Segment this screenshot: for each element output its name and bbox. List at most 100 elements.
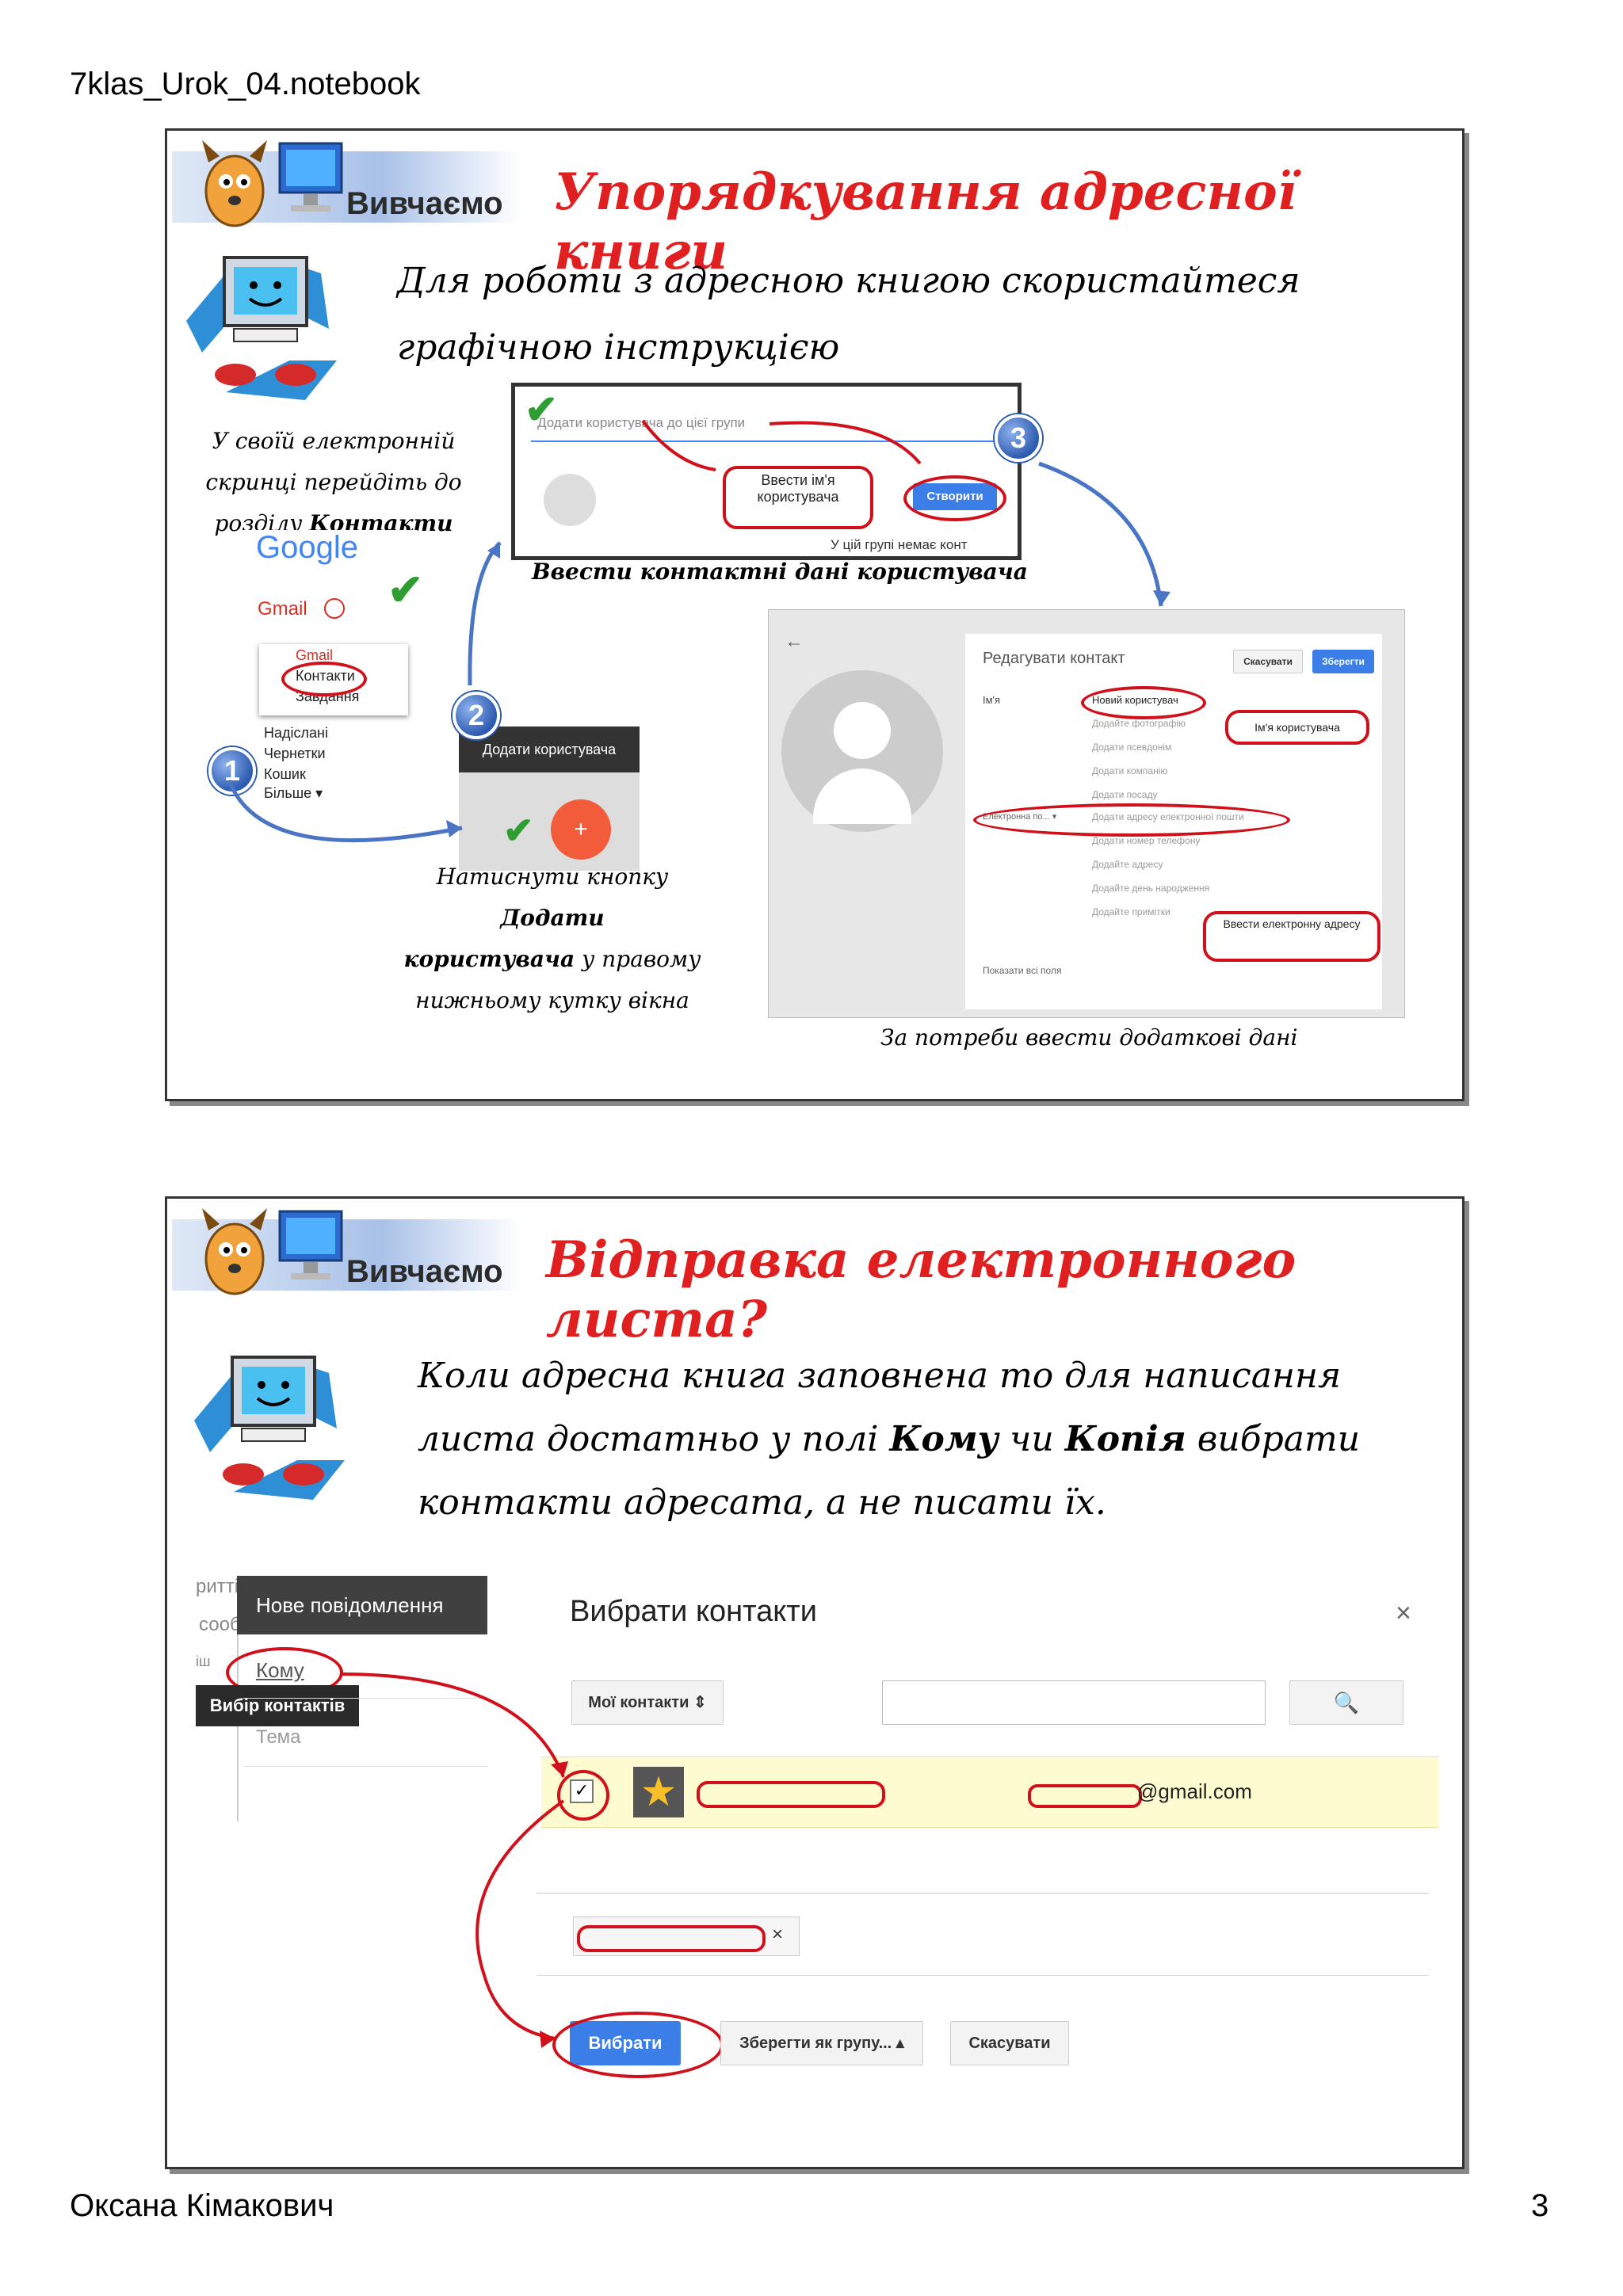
arrowhead-icon xyxy=(551,1761,568,1777)
name-highlight-oval xyxy=(1081,686,1206,719)
gmail-dropdown-menu: Gmail Контакти Завдання xyxy=(259,644,408,715)
arrowhead-icon xyxy=(446,820,462,837)
arrowhead-icon xyxy=(1153,590,1170,606)
cancel-button[interactable]: Скасувати xyxy=(1233,650,1303,673)
body-to: Кому xyxy=(889,1419,999,1459)
field-add-company[interactable]: Додати компанію xyxy=(1092,765,1168,776)
search-button[interactable]: 🔍 xyxy=(1289,1680,1403,1725)
new-message-header[interactable]: Нове повідомлення xyxy=(237,1576,487,1634)
contact-photo-placeholder xyxy=(781,670,943,832)
contact-email-domain: @gmail.com xyxy=(1137,1779,1252,1803)
field-add-nickname[interactable]: Додати псевдонім xyxy=(1092,742,1172,753)
page-number: 3 xyxy=(1531,2188,1549,2223)
enter-name-callout: Ввести ім'я користувача xyxy=(723,466,873,529)
divider xyxy=(537,1893,1429,1894)
body-line1: Коли адресна книга заповнена то для напи… xyxy=(418,1356,1342,1396)
folder-trash[interactable]: Кошик xyxy=(264,766,306,782)
body-line2b: вибрати xyxy=(1186,1419,1361,1459)
body-text: Коли адресна книга заповнена то для напи… xyxy=(418,1344,1432,1535)
compose-left-border xyxy=(237,1634,239,1821)
field-add-address[interactable]: Додайте адресу xyxy=(1092,859,1163,870)
banner-word: Вивчаємо xyxy=(346,1254,503,1289)
cancel-button[interactable]: Скасувати xyxy=(950,2021,1069,2065)
email-highlight-oval xyxy=(973,803,1290,837)
field-add-phone[interactable]: Додати номер телефону xyxy=(1092,835,1201,846)
slide-2: Вивчаємо Відправка електронного листа? К… xyxy=(165,1196,1465,2169)
body-cc: Копія xyxy=(1064,1419,1186,1459)
field-add-photo[interactable]: Додайте фотографію xyxy=(1092,718,1186,729)
gmail-menu-screenshot: Google Gmail Gmail Контакти Завдання Над… xyxy=(239,530,418,801)
dog-mascot-icon xyxy=(202,140,267,227)
folder-sent[interactable]: Надіслані xyxy=(264,725,328,741)
select-contacts-tooltip: Вибір контактів xyxy=(196,1685,359,1726)
step1-caption-line1: У своїй електронній xyxy=(212,428,456,454)
divider xyxy=(537,1975,1429,1976)
avatar-head xyxy=(834,702,891,759)
checkmark-icon: ✔ xyxy=(503,810,534,851)
create-contact-screenshot: Додати користувача до цієї групи Ввести … xyxy=(511,383,1022,560)
contact-avatar-star-icon: ★ xyxy=(633,1767,684,1817)
avatar xyxy=(544,474,596,526)
group-input-placeholder[interactable]: Додати користувача до цієї групи xyxy=(537,415,746,430)
body-line2a: листа достатньо у полі xyxy=(418,1419,890,1459)
selected-contact-chip: × xyxy=(573,1917,800,1956)
empty-group-text: У цій групі немає конт xyxy=(831,537,968,552)
divider xyxy=(243,1766,487,1767)
checkbox-highlight-oval xyxy=(557,1770,609,1821)
gmail-dropdown-icon[interactable] xyxy=(324,598,345,619)
arrowhead-icon xyxy=(540,2031,556,2048)
show-all-fields-link[interactable]: Показати всі поля xyxy=(983,965,1062,976)
step2-caption: Натиснути кнопку Додати користувача у пр… xyxy=(386,856,719,1021)
search-input[interactable] xyxy=(882,1680,1266,1725)
contact-row[interactable]: ✓ ★ @gmail.com xyxy=(541,1756,1438,1828)
fragment-text-2: сооб xyxy=(199,1614,241,1635)
compose-window-fragment: ритті сооб іш Нове повідомлення Кому Виб… xyxy=(196,1576,497,1821)
email-callout: Ввести електронну адресу xyxy=(1203,911,1381,962)
monitor-icon xyxy=(278,1210,343,1280)
intro-text: Для роботи з адресною книгою скористайте… xyxy=(397,261,1300,368)
dog-mascot-icon xyxy=(202,1208,267,1295)
step-1-badge: 1 xyxy=(208,747,256,795)
flow-arrows xyxy=(227,419,1170,843)
fragment-text: ритті xyxy=(196,1576,239,1597)
arrowhead-icon xyxy=(487,543,500,559)
save-button[interactable]: Зберегти xyxy=(1312,650,1374,673)
page-footer-author: Оксана Кімакович xyxy=(70,2188,334,2223)
redacted-name-oval xyxy=(697,1781,885,1808)
monitor-icon xyxy=(278,142,343,212)
edit-contact-panel: Редагувати контакт Скасувати Зберегти Ім… xyxy=(965,634,1382,1009)
slide-title: Відправка електронного листа? xyxy=(546,1230,1296,1349)
step3-caption: Ввести контактні дані користувача xyxy=(532,559,1028,585)
step-3-badge: 3 xyxy=(995,414,1042,462)
gmail-button[interactable]: Gmail xyxy=(258,598,307,620)
folder-more[interactable]: Більше ▾ xyxy=(264,785,323,801)
my-contacts-dropdown[interactable]: Мої контакти ⇕ xyxy=(571,1680,724,1725)
field-add-notes[interactable]: Додайте примітки xyxy=(1092,906,1170,917)
edit-contact-screenshot: ← Редагувати контакт Скасувати Зберегти … xyxy=(768,609,1405,1018)
page-header: 7klas_Urok_04.notebook xyxy=(70,67,421,101)
back-arrow-icon[interactable]: ← xyxy=(785,631,804,652)
menu-item-gmail[interactable]: Gmail xyxy=(296,647,334,663)
add-user-fab-button[interactable]: + xyxy=(551,799,611,860)
contacts-highlight-oval xyxy=(281,662,367,696)
google-logo: Google xyxy=(256,530,358,565)
name-callout: Ім'я користувача xyxy=(1225,710,1369,745)
folder-drafts[interactable]: Чернетки xyxy=(264,746,326,761)
field-add-birthday[interactable]: Додайте день народження xyxy=(1092,883,1210,894)
checkmark-icon: ✔ xyxy=(525,387,558,432)
picker-title: Вибрати контакти xyxy=(570,1595,817,1628)
redacted-email-oval xyxy=(1028,1784,1142,1808)
step1-caption-line2: скринці перейдіть до xyxy=(205,469,462,495)
field-add-position[interactable]: Додати посаду xyxy=(1092,789,1158,800)
close-icon[interactable]: × xyxy=(1396,1598,1411,1628)
subject-field[interactable]: Тема xyxy=(256,1726,301,1748)
chip-close-icon[interactable]: × xyxy=(772,1924,784,1945)
slide-1: Вивчаємо Упорядкування адресної книги Дл… xyxy=(165,128,1465,1101)
save-as-group-button[interactable]: Зберегти як групу... ▴ xyxy=(720,2021,923,2065)
step2-caption-e: нижньому кутку вікна xyxy=(415,987,689,1013)
name-label: Ім'я xyxy=(983,694,1001,706)
recycle-computer-mascot-icon xyxy=(194,1356,345,1500)
step2-caption-b: Додати xyxy=(500,905,605,931)
final-caption: За потреби ввести додаткові дані xyxy=(880,1024,1298,1051)
edit-contact-heading: Редагувати контакт xyxy=(983,650,1125,667)
